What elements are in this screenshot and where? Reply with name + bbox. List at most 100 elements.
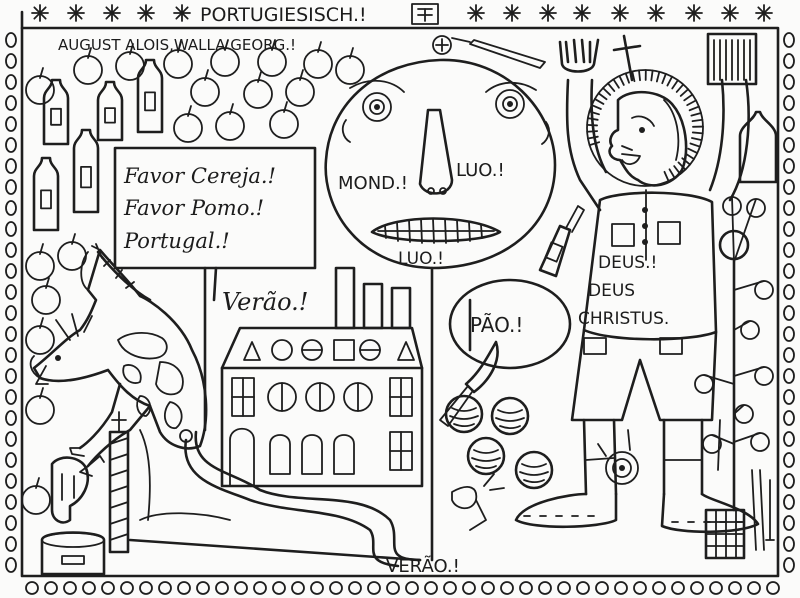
artist-name: AUGUST ALOIS,WALLA GEORG.! (58, 36, 296, 54)
star-icon (103, 4, 121, 22)
apple-icon (257, 39, 287, 77)
apple-icon (335, 47, 365, 85)
star-border-top (31, 4, 773, 22)
apple-icon (31, 277, 61, 315)
apples (21, 39, 365, 515)
ring-icon (5, 536, 17, 552)
ring-icon (481, 581, 495, 595)
star-icon (611, 4, 629, 22)
ring-icon (519, 581, 533, 595)
ring-icon (196, 581, 210, 595)
cherry-icon (733, 366, 774, 386)
ring-icon (633, 581, 647, 595)
ring-icon (783, 242, 795, 258)
ring-icon (783, 389, 795, 405)
star-icon (755, 4, 773, 22)
sign-line-3: Portugal.! (123, 229, 230, 253)
ring-icon (5, 452, 17, 468)
apple-icon (210, 39, 240, 77)
bottle-right (738, 110, 778, 184)
star-icon (173, 4, 191, 22)
ring-icon (783, 32, 795, 48)
ring-icon (5, 431, 17, 447)
ring-icon (783, 200, 795, 216)
ring-icon (5, 158, 17, 174)
ring-icon (783, 368, 795, 384)
star-icon (467, 4, 485, 22)
ring-icon (690, 581, 704, 595)
plus-circle-icon (432, 35, 452, 55)
ring-icon (348, 581, 362, 595)
ring-icon (557, 581, 571, 595)
sign-line-2: Favor Pomo.! (123, 196, 264, 220)
pen-drawing (451, 37, 546, 69)
ring-icon (783, 116, 795, 132)
ring-icon (405, 581, 419, 595)
bottle-icon (72, 128, 100, 214)
deus-2-label: DEUS (588, 281, 635, 301)
ring-icon (783, 473, 795, 489)
bun-icon (444, 394, 484, 434)
cherry-icon (733, 280, 774, 300)
luo-right-label: LUO.! (456, 160, 505, 181)
animal-lower-left (50, 455, 105, 524)
buns (444, 394, 554, 490)
pao-label: PÃO.! (470, 313, 523, 337)
apple-icon (25, 67, 55, 105)
ring-icon (101, 581, 115, 595)
star-icon (137, 4, 155, 22)
bucket (40, 531, 106, 576)
apple-icon (21, 477, 51, 515)
ring-icon (5, 242, 17, 258)
ring-icon (5, 116, 17, 132)
bottle-icon (96, 80, 124, 142)
bottle-icon (42, 78, 70, 146)
star-icon (685, 4, 703, 22)
cherry-icon (722, 196, 742, 263)
striped-post (108, 411, 151, 554)
apple-icon (25, 243, 55, 281)
ring-icon (783, 53, 795, 69)
deus-1-label: DEUS.! (598, 253, 657, 273)
ring-icon (709, 581, 723, 595)
ring-icon (766, 581, 780, 595)
giraffe (29, 243, 208, 477)
ring-icon (783, 494, 795, 510)
apple-icon (73, 47, 103, 85)
ring-icon (253, 581, 267, 595)
apple-icon (303, 41, 333, 79)
luo-mouth-label: LUO.! (398, 249, 444, 269)
ring-border (5, 32, 795, 595)
ring-icon (5, 95, 17, 111)
ring-icon (783, 284, 795, 300)
header-title: PORTUGIESISCH.! (200, 4, 367, 26)
flower (451, 473, 505, 531)
cherry-icon (733, 432, 770, 452)
cherry-icon (694, 374, 735, 394)
ring-icon (5, 410, 17, 426)
ring-icon (5, 515, 17, 531)
ring-icon (5, 284, 17, 300)
ring-icon (783, 305, 795, 321)
ring-icon (329, 581, 343, 595)
apple-icon (190, 69, 220, 107)
ring-icon (783, 452, 795, 468)
ring-icon (783, 347, 795, 363)
ring-icon (5, 557, 17, 573)
ring-icon (44, 581, 58, 595)
bottle-icon (32, 156, 60, 232)
ring-icon (82, 581, 96, 595)
ring-icon (367, 581, 381, 595)
star-icon (647, 4, 665, 22)
ring-icon (234, 581, 248, 595)
bottles (32, 58, 164, 232)
bun-icon (466, 436, 506, 476)
ring-icon (5, 305, 17, 321)
cherries (694, 196, 774, 454)
ring-icon (5, 347, 17, 363)
cherry-icon (733, 320, 760, 340)
ring-icon (5, 221, 17, 237)
ring-icon (5, 473, 17, 489)
